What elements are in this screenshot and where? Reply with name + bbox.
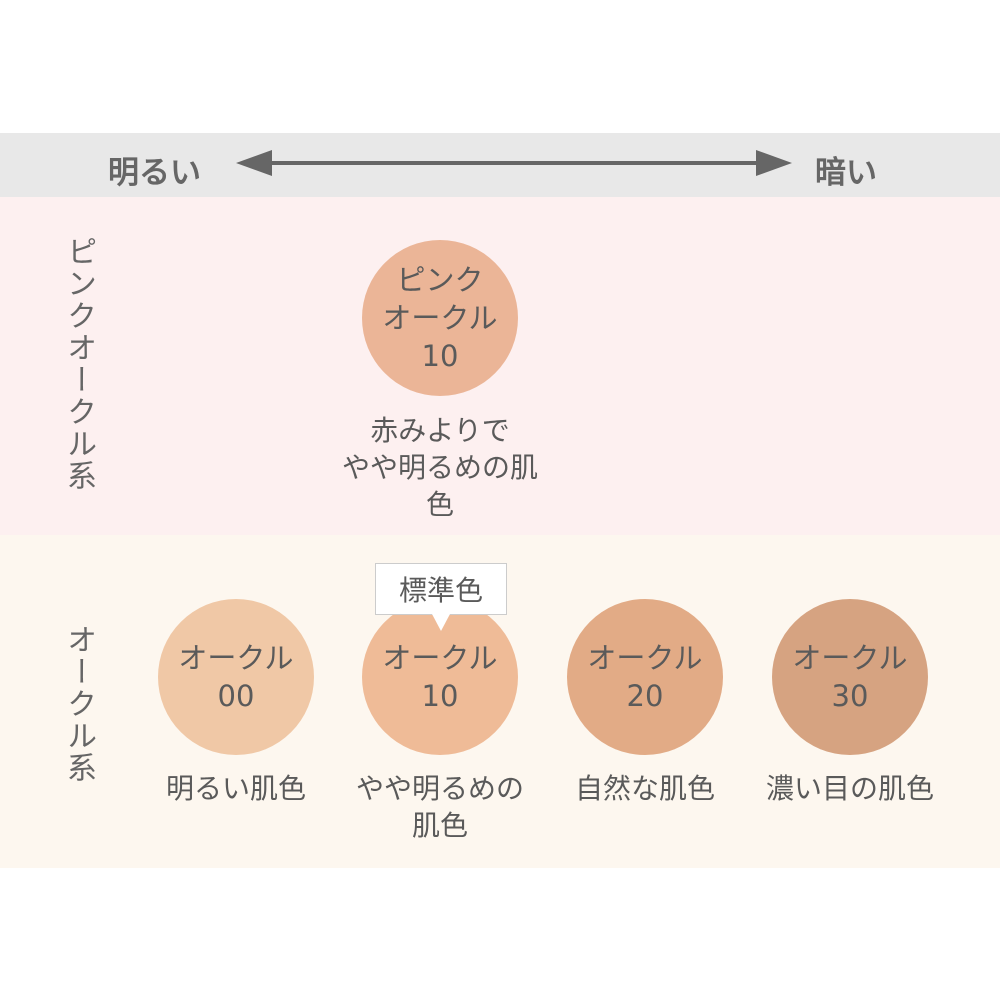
double-arrow-icon	[236, 150, 792, 176]
shade-swatch: オークル 20	[567, 599, 723, 755]
shade-description-line: 肌色	[411, 809, 468, 842]
shade-name-line: 20	[626, 679, 664, 713]
shade-name-line: オークル	[382, 301, 498, 335]
standard-color-badge: 標準色	[375, 563, 507, 631]
scale-light-label: 明るい	[108, 155, 201, 191]
shade-swatch: オークル 00	[158, 599, 314, 755]
shade-description: 赤みよりでやや明るめの肌色	[330, 412, 550, 523]
shade-description: 自然な肌色	[535, 770, 755, 807]
shade-swatch: ピンクオークル 10	[362, 240, 518, 396]
pink-ochre-group-label: ピンクオークル系	[61, 236, 96, 492]
shade-description: 濃い目の肌色	[740, 770, 960, 807]
shade-name-line: 10	[421, 339, 459, 373]
shade-description-line: やや明るめの	[355, 772, 524, 805]
shade-name-line: オークル	[792, 641, 908, 675]
shade-description-line: 濃い目の肌色	[765, 772, 934, 805]
shade-description-line: やや明るめの肌色	[341, 451, 538, 521]
scale-dark-label: 暗い	[815, 155, 877, 191]
ochre-group-label: オークル系	[61, 624, 96, 784]
shade-name-line: オークル	[178, 641, 294, 675]
shade-name-line: ピンク	[396, 263, 484, 297]
shade-description-line: 赤みよりで	[370, 414, 510, 447]
shade-description: やや明るめの肌色	[330, 770, 550, 844]
shade-description-line: 自然な肌色	[574, 772, 715, 805]
shade-name-line: 10	[421, 679, 459, 713]
shade-name-line: オークル	[587, 641, 703, 675]
shade-name-line: 30	[831, 679, 869, 713]
shade-name-line: オークル	[382, 641, 498, 675]
shade-description: 明るい肌色	[126, 770, 346, 807]
shade-description-line: 明るい肌色	[165, 772, 306, 805]
shade-name-line: 00	[217, 679, 255, 713]
shade-swatch: オークル 30	[772, 599, 928, 755]
